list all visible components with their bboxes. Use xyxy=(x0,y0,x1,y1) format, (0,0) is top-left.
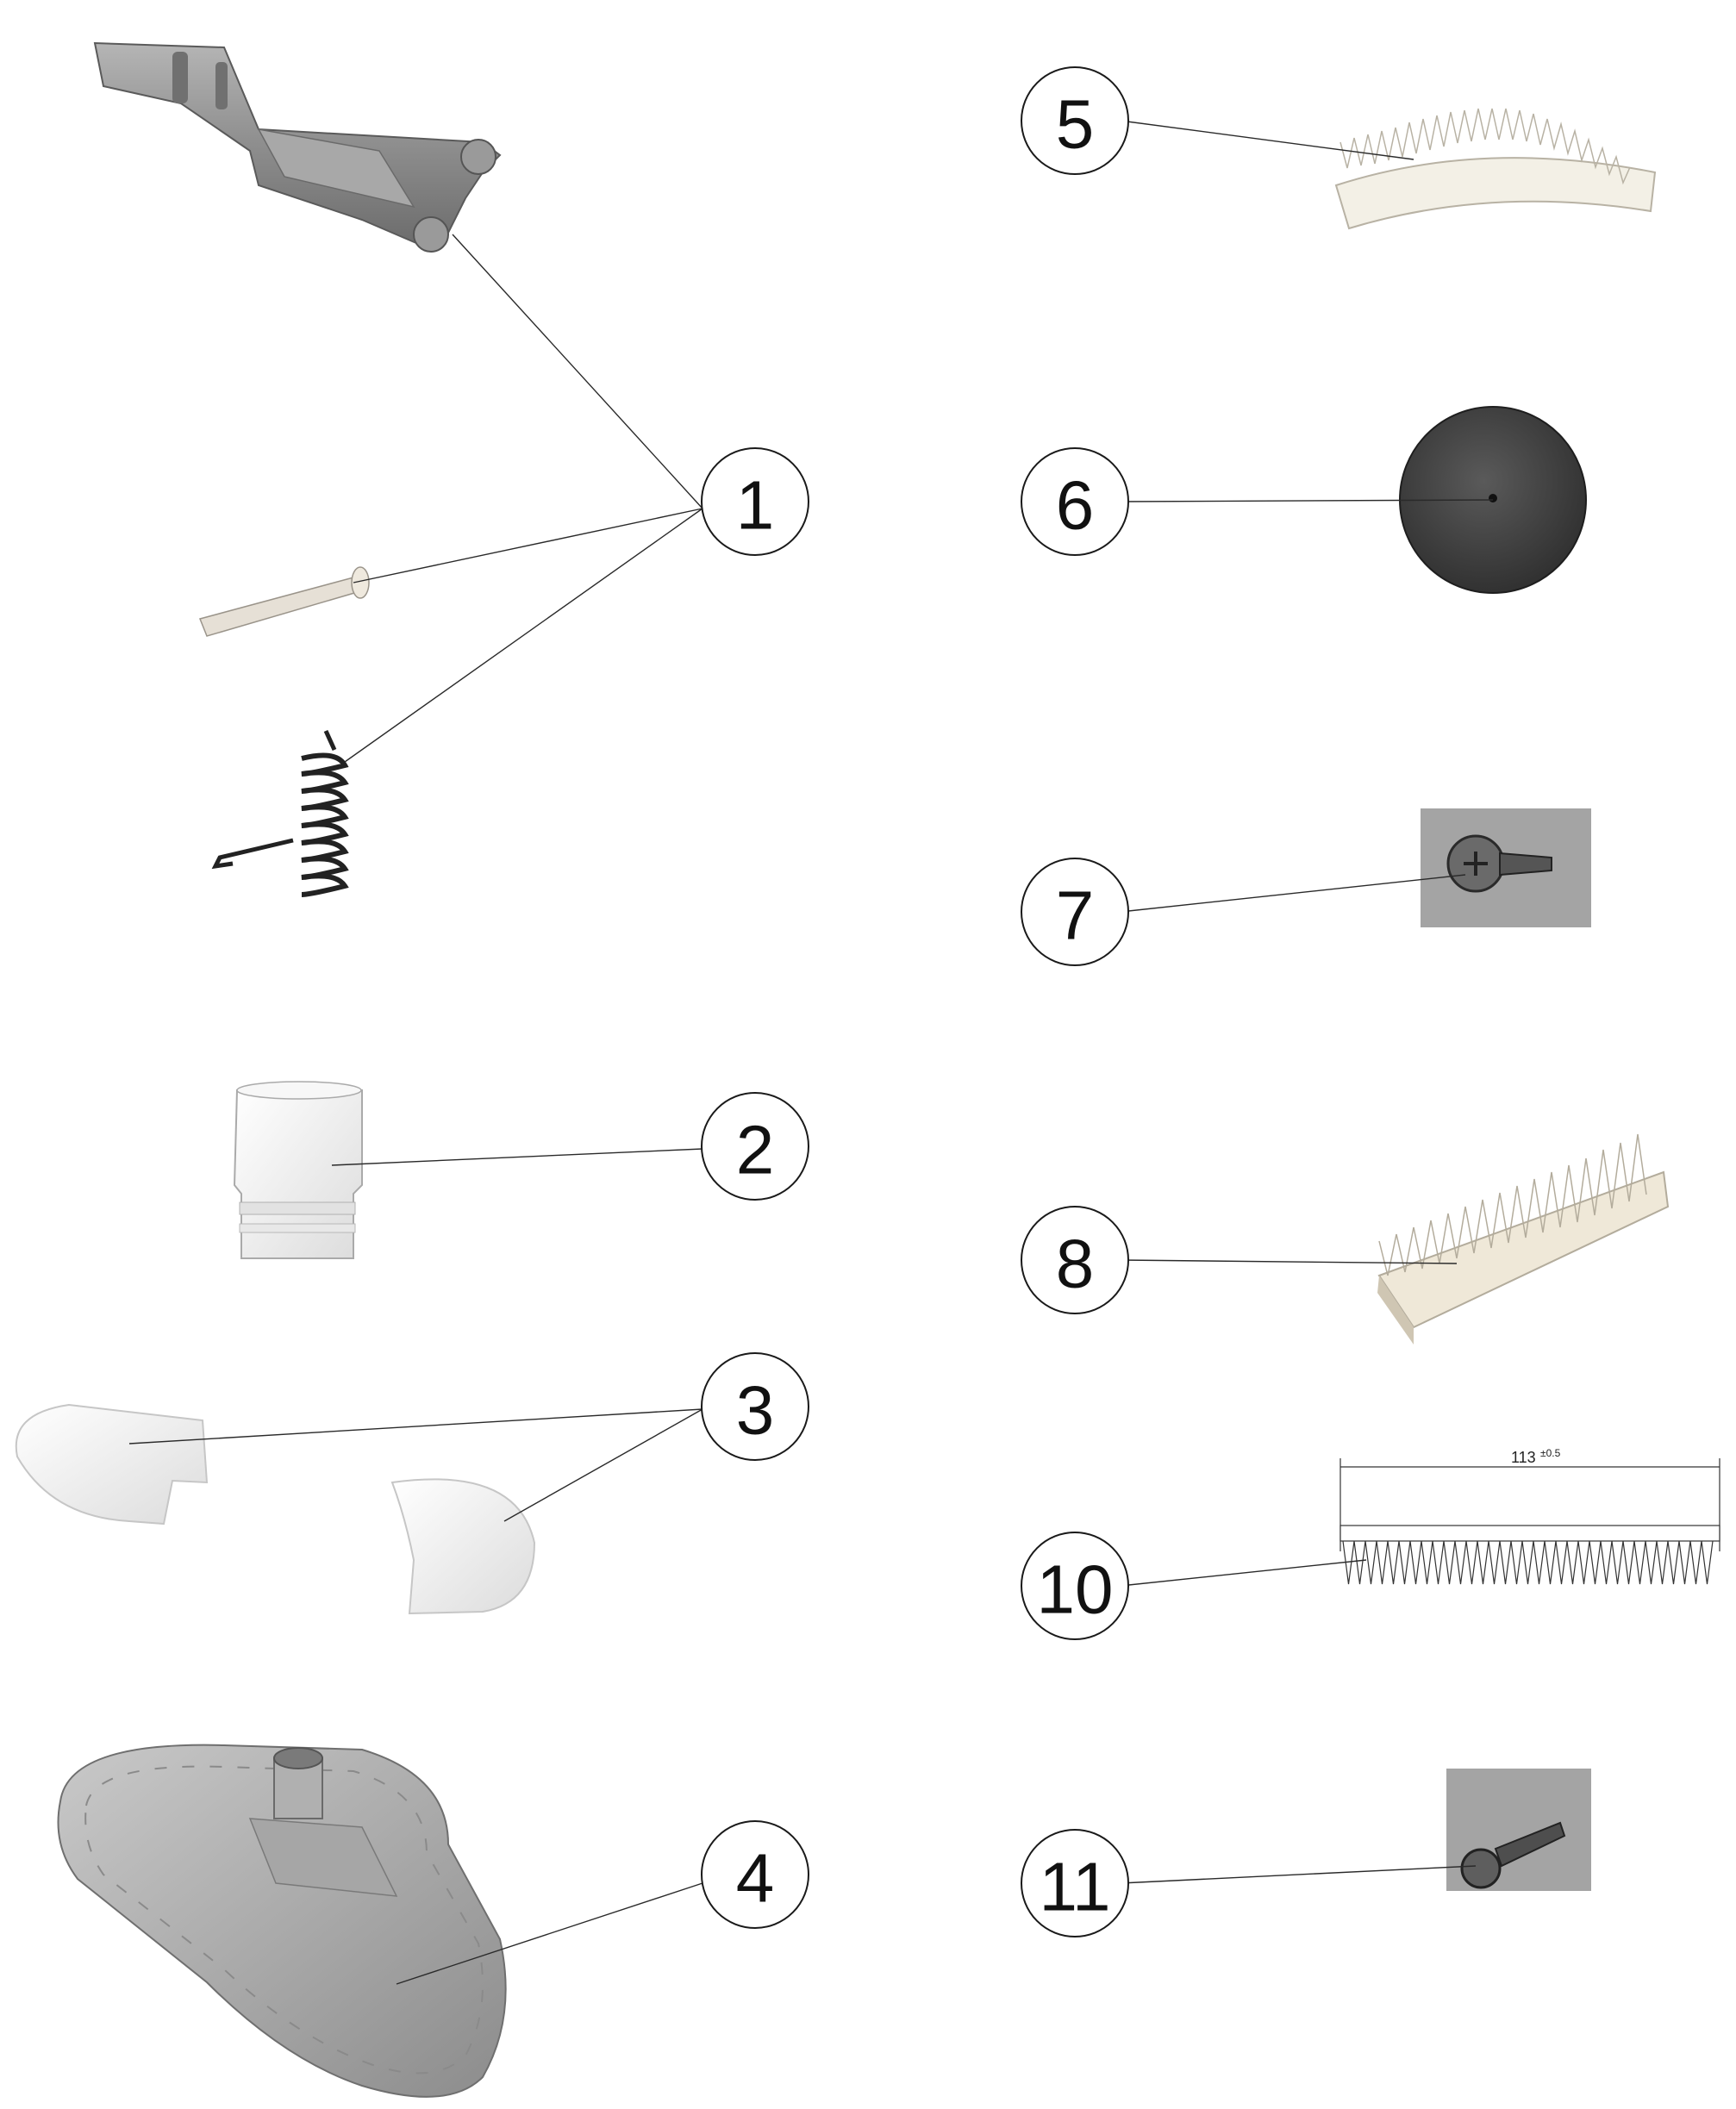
part-2-sleeve xyxy=(233,1081,363,1259)
dimension-tolerance: ±0.5 xyxy=(1540,1447,1561,1459)
callout-2: 2 xyxy=(701,1092,809,1201)
leader-6 xyxy=(1120,499,1494,502)
leader-4 xyxy=(396,1882,703,1985)
callout-11: 11 xyxy=(1021,1829,1129,1937)
callout-label: 1 xyxy=(736,467,775,544)
part-8-straight-brush xyxy=(1377,1133,1670,1345)
leader-1-pin xyxy=(353,508,703,583)
leader-3-left xyxy=(128,1408,703,1444)
callout-label: 11 xyxy=(1039,1849,1110,1925)
leader-lines xyxy=(128,120,1494,1985)
leader-10 xyxy=(1120,1559,1367,1587)
part-1-spring xyxy=(211,729,349,897)
part-10-comb-drawing: 113 ±0.5 xyxy=(1339,1447,1720,1585)
part-1-pin xyxy=(198,566,370,637)
leader-1-spring xyxy=(344,508,703,763)
part-7-screw xyxy=(1421,808,1591,927)
leader-8 xyxy=(1120,1259,1458,1264)
callout-5: 5 xyxy=(1021,66,1129,175)
leader-11 xyxy=(1120,1865,1477,1884)
callout-3: 3 xyxy=(701,1352,809,1461)
callout-8: 8 xyxy=(1021,1206,1129,1314)
part-3-cap-left xyxy=(15,1403,209,1526)
callout-1: 1 xyxy=(701,447,809,556)
leader-7 xyxy=(1120,874,1466,913)
callout-label: 4 xyxy=(736,1840,775,1917)
callout-label: 3 xyxy=(736,1372,775,1449)
leader-5 xyxy=(1120,120,1414,160)
part-5-curved-brush xyxy=(1334,108,1657,230)
callout-4: 4 xyxy=(701,1820,809,1929)
part-3-cap-right xyxy=(390,1478,536,1615)
part-4-base-plate xyxy=(57,1744,507,2098)
leader-2 xyxy=(331,1148,703,1166)
part-1-shaft xyxy=(93,41,502,253)
callout-label: 2 xyxy=(736,1112,775,1189)
callout-6: 6 xyxy=(1021,447,1129,556)
callout-label: 7 xyxy=(1056,877,1095,954)
part-11-screw xyxy=(1446,1769,1591,1891)
leader-3-right xyxy=(503,1408,703,1522)
callout-7: 7 xyxy=(1021,858,1129,966)
dimension-value: 113 xyxy=(1511,1449,1536,1466)
leader-1-shaft xyxy=(452,234,703,509)
callout-label: 8 xyxy=(1056,1226,1095,1302)
callout-10: 10 xyxy=(1021,1532,1129,1640)
callout-label: 6 xyxy=(1056,467,1095,544)
callout-label: 10 xyxy=(1037,1551,1114,1628)
callout-label: 5 xyxy=(1056,86,1095,163)
